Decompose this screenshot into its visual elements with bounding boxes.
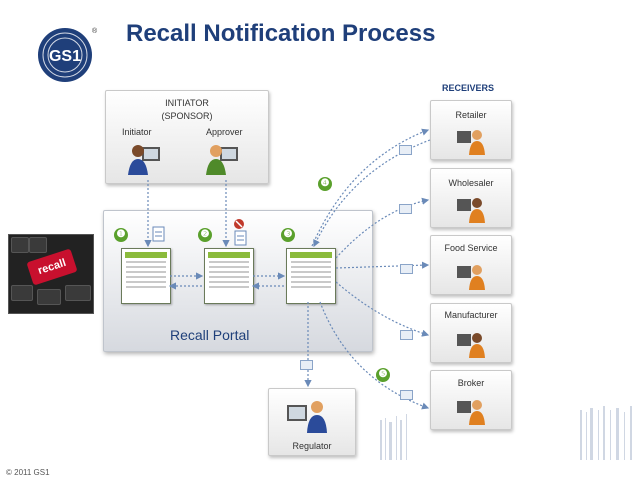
- email-envelope-icon: [400, 264, 413, 274]
- regulator-box: Regulator: [268, 388, 356, 456]
- receiver-food-service: Food Service: [430, 235, 512, 295]
- step-1-badge: ❶: [114, 228, 128, 242]
- arrow-from-retailer: [313, 139, 431, 248]
- receiver-user-icon: [457, 130, 485, 155]
- receivers-heading: RECEIVERS: [442, 83, 495, 93]
- email-envelope-icon: [399, 204, 412, 214]
- receiver-wholesaler: Wholesaler: [430, 168, 512, 228]
- receiver-label: Food Service: [444, 243, 498, 253]
- portal-form-2: [204, 248, 254, 304]
- receiver-label: Manufacturer: [444, 310, 498, 320]
- initiator-heading: INITIATOR: [165, 98, 209, 108]
- barcode-background: [380, 406, 632, 460]
- arrow-to-broker: [319, 301, 430, 410]
- receiver-label: Wholesaler: [448, 178, 494, 188]
- receiver-user-icon: [457, 400, 485, 425]
- receiver-retailer: Retailer: [430, 100, 512, 160]
- arrow-to-food-service: [335, 261, 430, 269]
- step-2-badge: ❷: [198, 228, 212, 242]
- portal-form-3: [286, 248, 336, 304]
- recall-keyboard-image: recall: [8, 234, 94, 314]
- recall-portal-label: Recall Portal: [170, 327, 250, 343]
- page-title: Recall Notification Process: [126, 20, 436, 47]
- approver-user-icon: [206, 145, 238, 175]
- logo-text: GS1: [49, 48, 81, 65]
- arrow-to-wholesaler: [335, 197, 430, 259]
- email-envelope-icon: [399, 145, 412, 155]
- approver-role-label: Approver: [206, 127, 243, 137]
- arrow-to-retailer: [311, 128, 430, 247]
- registered-mark: ®: [92, 28, 98, 35]
- email-envelope-icon: [400, 390, 413, 400]
- regulator-user-icon: [287, 401, 327, 433]
- receiver-user-icon: [457, 333, 485, 358]
- edit-document-icon: [152, 226, 165, 242]
- receiver-user-icon: [457, 265, 485, 290]
- regulator-label: Regulator: [292, 441, 332, 451]
- email-envelope-icon: [300, 360, 313, 370]
- arrow-to-manufacturer: [335, 281, 430, 337]
- step-5-badge: ❺: [376, 368, 390, 382]
- receiver-label: Retailer: [455, 110, 487, 120]
- cancel-icon: [234, 219, 244, 229]
- receiver-broker: Broker: [430, 370, 512, 430]
- initiator-user-icon: [128, 145, 160, 175]
- receiver-manufacturer: Manufacturer: [430, 303, 512, 363]
- approve-document-icon: [234, 230, 247, 246]
- initiator-subheading: (SPONSOR): [161, 111, 213, 121]
- step-4-badge: ❹: [318, 177, 332, 191]
- gs1-logo-icon: GS1: [38, 28, 92, 82]
- portal-form-1: [121, 248, 171, 304]
- copyright-text: © 2011 GS1: [6, 468, 50, 477]
- initiator-role-label: Initiator: [122, 127, 152, 137]
- step-3-badge: ❸: [281, 228, 295, 242]
- receiver-label: Broker: [457, 378, 485, 388]
- email-envelope-icon: [400, 330, 413, 340]
- initiator-box: INITIATOR (SPONSOR) Initiator Approver: [105, 90, 269, 184]
- receiver-user-icon: [457, 198, 485, 223]
